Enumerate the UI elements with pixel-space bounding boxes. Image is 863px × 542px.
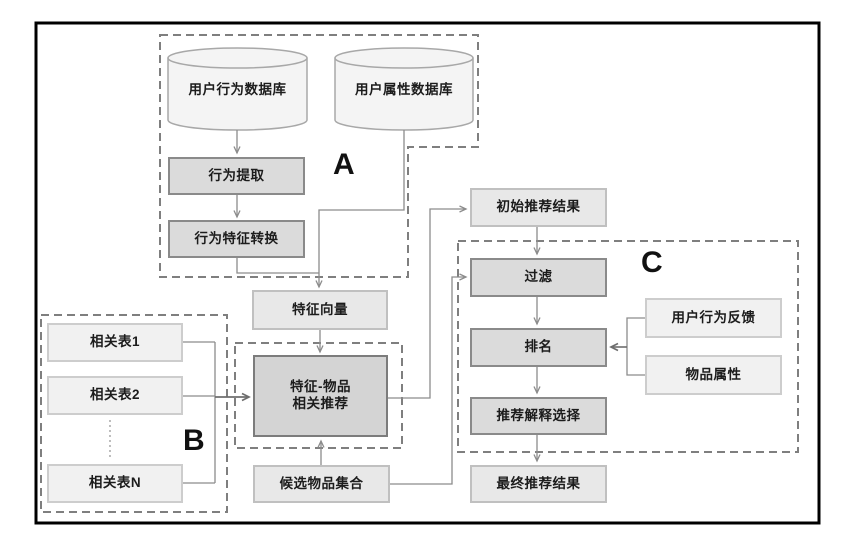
edge-feedback-bracket	[626, 317, 645, 376]
node-label: 排名	[524, 339, 553, 355]
node-user-behavior-feedback: 用户行为反馈	[645, 298, 782, 338]
node-label: 候选物品集合	[279, 475, 364, 491]
node-item-attributes: 物品属性	[645, 355, 782, 395]
section-label-a: A	[333, 148, 355, 181]
group-a-outline	[159, 34, 479, 278]
node-behavior-extraction: 行为提取	[168, 157, 305, 195]
node-label: 用户行为数据库	[188, 82, 287, 97]
feature-item-rec-outline	[234, 342, 403, 449]
group-b-outline	[40, 314, 228, 513]
group-c-outline	[457, 240, 799, 453]
node-candidate-item-set: 候选物品集合	[253, 465, 390, 503]
edge-attributedb-featurevector	[315, 130, 405, 289]
edge-featureitemrec-initialresult	[388, 205, 468, 399]
node-feature-vector: 特征向量	[252, 290, 388, 330]
node-label: 用户行为反馈	[671, 309, 756, 325]
connectors	[109, 130, 645, 485]
edge-transform-merge	[236, 258, 319, 274]
node-ranking: 排名	[470, 328, 607, 367]
node-related-table-1: 相关表1	[47, 323, 183, 362]
node-label: 相关表2	[89, 387, 140, 403]
user-attribute-db-cylinder	[334, 47, 474, 131]
node-label: 相关表1	[89, 334, 140, 350]
node-filter: 过滤	[470, 258, 607, 297]
node-user-attribute-db: 用户属性数据库	[337, 76, 471, 100]
node-label: 行为特征转换	[194, 230, 279, 246]
node-label: 推荐解释选择	[496, 407, 581, 423]
edge-candidates-filter	[390, 273, 468, 485]
node-related-table-2: 相关表2	[47, 376, 183, 415]
node-label: 初始推荐结果	[496, 199, 581, 215]
node-related-table-n: 相关表N	[47, 464, 183, 503]
section-label-b: B	[183, 424, 205, 457]
user-behavior-db-cylinder	[167, 47, 308, 131]
node-feature-item-rec: 特征-物品 相关推荐	[253, 355, 388, 437]
node-user-behavior-db: 用户行为数据库	[170, 76, 305, 100]
node-label: 行为提取	[208, 167, 265, 183]
node-label: 物品属性	[685, 366, 742, 382]
node-behavior-feature-transform: 行为特征转换	[168, 220, 305, 258]
node-label: 过滤	[524, 269, 553, 285]
node-initial-rec-result: 初始推荐结果	[470, 188, 607, 227]
outer-frame	[34, 21, 821, 525]
node-label-line1: 特征-物品	[290, 379, 351, 395]
node-label: 最终推荐结果	[496, 475, 581, 491]
node-label: 特征向量	[292, 301, 348, 317]
node-final-rec-result: 最终推荐结果	[470, 465, 607, 503]
node-label: 用户属性数据库	[355, 82, 453, 97]
node-label: 相关表N	[88, 475, 142, 491]
node-label-line2: 相关推荐	[292, 396, 349, 411]
section-label-c: C	[641, 246, 663, 279]
node-explanation-selection: 推荐解释选择	[470, 397, 607, 435]
